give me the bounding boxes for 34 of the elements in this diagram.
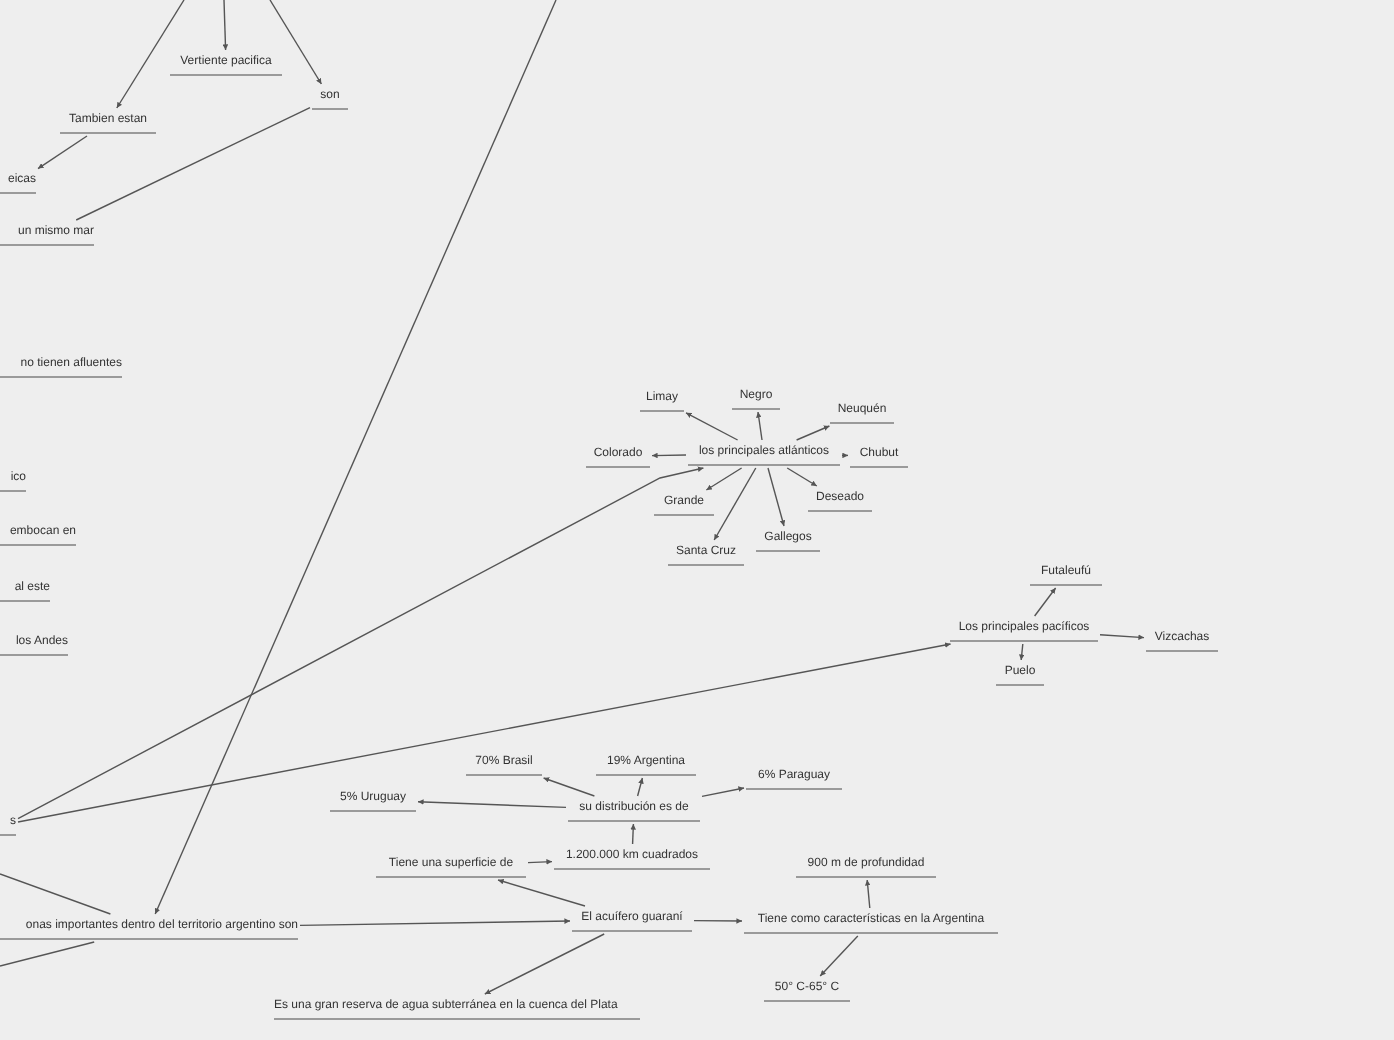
arrow	[497, 878, 586, 907]
arrow	[37, 135, 88, 170]
arrow	[17, 642, 952, 823]
arrow	[1099, 634, 1145, 641]
arrow	[701, 786, 745, 798]
arrow	[651, 452, 687, 459]
arrow	[417, 799, 567, 809]
arrow	[299, 918, 571, 927]
arrow	[154, 0, 557, 915]
arrow	[542, 777, 596, 797]
arrow	[819, 935, 859, 977]
arrow	[1018, 643, 1025, 661]
arrow	[841, 452, 849, 459]
arrow	[636, 777, 644, 797]
arrow	[767, 467, 786, 527]
arrow	[705, 467, 743, 491]
connector-line	[0, 941, 95, 967]
arrow	[795, 425, 831, 441]
arrow	[864, 879, 871, 909]
arrow	[685, 412, 739, 441]
arrow	[17, 466, 705, 820]
arrow	[269, 0, 323, 85]
arrow	[484, 933, 605, 995]
connector-line	[75, 106, 311, 221]
arrow	[786, 467, 818, 487]
arrow	[527, 859, 553, 865]
arrow	[713, 467, 757, 541]
arrow	[116, 0, 185, 109]
connector-line	[0, 873, 112, 915]
arrow	[756, 411, 763, 441]
arrow	[222, 0, 229, 51]
arrow	[693, 918, 743, 924]
arrow	[630, 823, 636, 845]
arrow	[1033, 587, 1057, 617]
